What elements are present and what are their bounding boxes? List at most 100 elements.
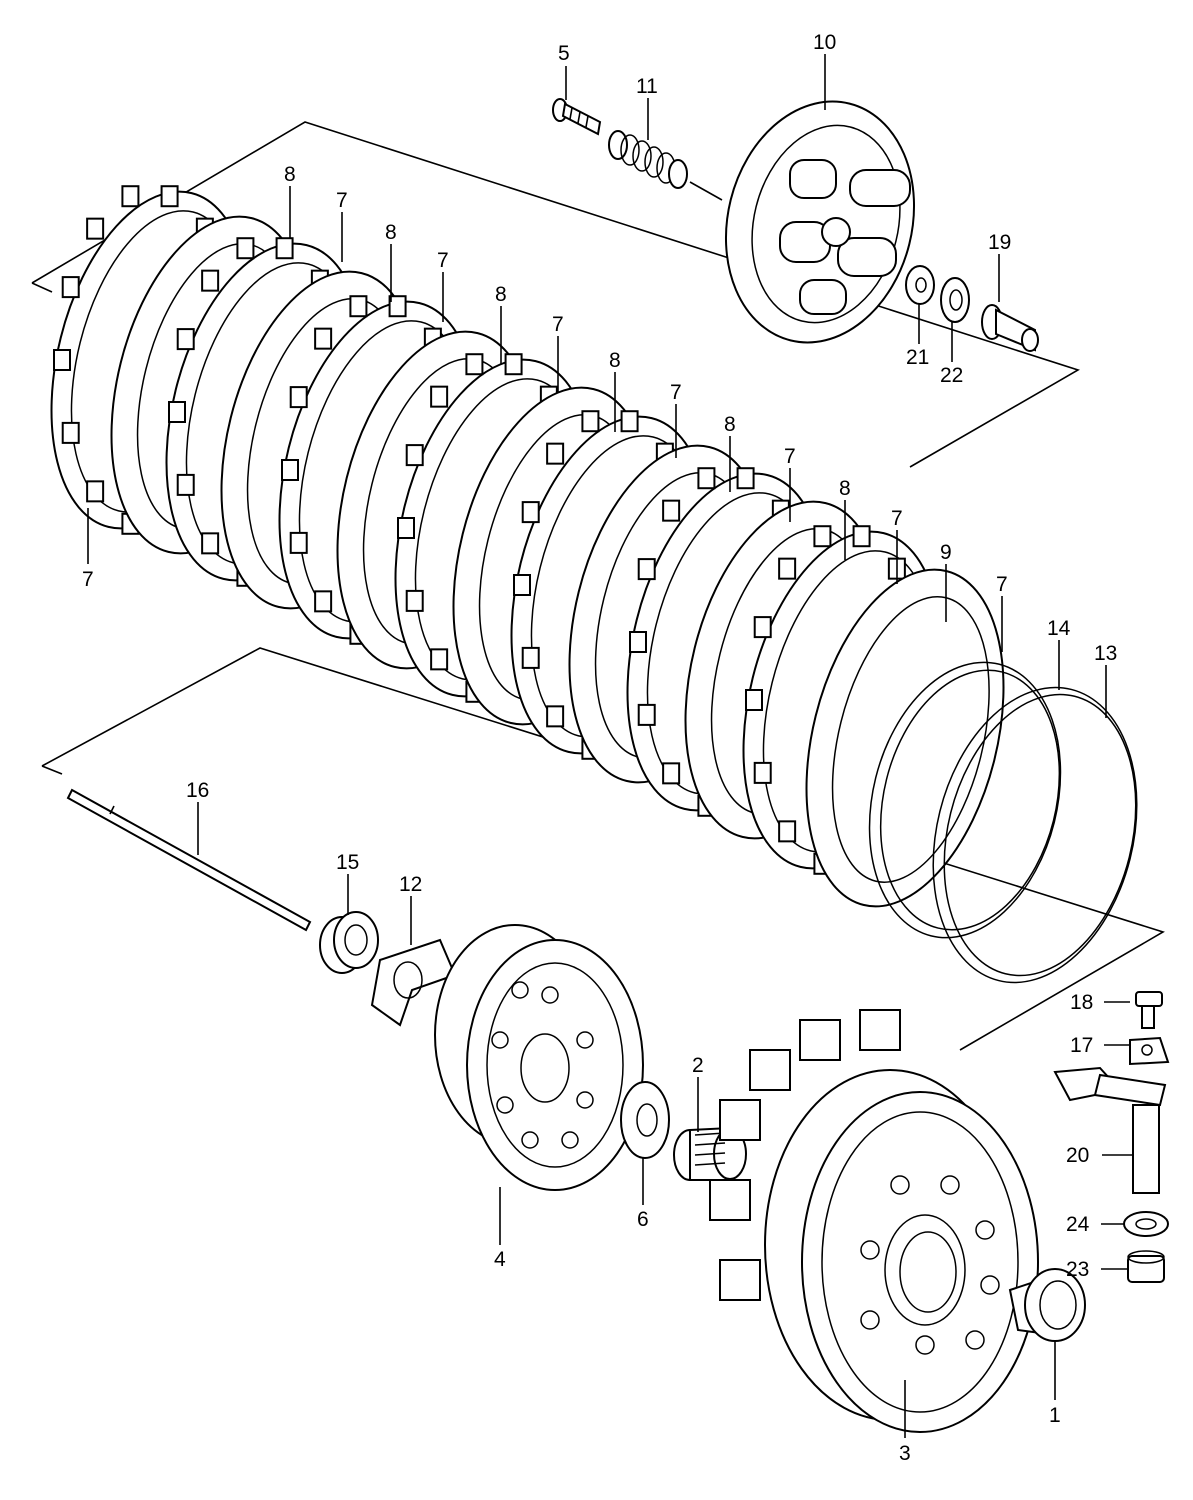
plate-17: [1129, 1036, 1170, 1066]
friction-pad: [546, 442, 565, 465]
friction-pad: [745, 689, 763, 711]
callout-14: 14: [1047, 617, 1071, 640]
friction-pad: [852, 525, 871, 548]
friction-pad: [160, 185, 179, 208]
bearing-23: [1127, 1250, 1165, 1283]
bush-1: [1008, 1268, 1086, 1342]
clutch-plate-stack: [50, 185, 1005, 908]
friction-pad: [405, 444, 424, 467]
friction-pad: [697, 467, 716, 490]
friction-pad: [405, 589, 424, 612]
friction-pad: [176, 473, 195, 496]
friction-pad: [289, 386, 308, 409]
friction-pad: [813, 525, 832, 548]
callout-4: 4: [494, 1248, 506, 1271]
callout-7: 7: [336, 189, 348, 212]
callout-6: 6: [637, 1208, 649, 1231]
friction-pad: [168, 401, 186, 423]
washer-21: [905, 265, 935, 305]
callout-labels: 5 11 10 19 21 22 8 7 8 7 8 7 8 7 8 7 8 7…: [82, 31, 1117, 1465]
callout-13: 13: [1094, 642, 1117, 665]
friction-pad: [61, 421, 80, 444]
callout-23: 23: [1066, 1258, 1089, 1281]
lock-washer-12: [370, 938, 457, 1027]
callout-8: 8: [385, 221, 397, 244]
callout-7: 7: [891, 507, 903, 530]
friction-pad: [121, 185, 140, 208]
callout-8: 8: [284, 163, 296, 186]
friction-pad: [430, 648, 449, 671]
thrust-bearing-22: [940, 277, 970, 323]
friction-pad: [275, 237, 294, 260]
friction-pad: [430, 385, 449, 408]
friction-pad: [53, 349, 71, 371]
friction-pad: [349, 295, 368, 318]
clutch-sleeve-hub-4: [434, 924, 644, 1191]
callout-17: 17: [1070, 1034, 1093, 1057]
friction-pad: [662, 499, 681, 522]
friction-pad: [620, 410, 639, 433]
leader-lines: [87, 54, 1132, 1438]
clutch-housing-3: [709, 1009, 1039, 1433]
callout-8: 8: [495, 283, 507, 306]
callout-24: 24: [1066, 1213, 1090, 1236]
friction-pad: [388, 295, 407, 318]
friction-pad: [86, 480, 105, 503]
friction-pad: [236, 237, 255, 260]
callout-16: 16: [186, 779, 209, 802]
callout-10: 10: [813, 31, 836, 54]
friction-pad: [521, 646, 540, 669]
friction-pad: [662, 762, 681, 785]
push-piece-19: [981, 304, 1039, 352]
friction-pad: [629, 631, 647, 653]
friction-pad: [546, 705, 565, 728]
friction-pad: [778, 557, 797, 580]
friction-pad: [281, 459, 299, 481]
release-camshaft-20: [1053, 1066, 1167, 1194]
friction-pad: [201, 532, 220, 555]
callout-12: 12: [399, 873, 422, 896]
callout-7: 7: [82, 568, 94, 591]
friction-pad: [397, 517, 415, 539]
friction-pad: [753, 616, 772, 639]
callout-7: 7: [784, 445, 796, 468]
callout-7: 7: [437, 249, 449, 272]
seat-ring-13: [932, 686, 1138, 984]
callout-8: 8: [839, 477, 851, 500]
friction-pad: [581, 410, 600, 433]
bolt-18: [1135, 991, 1163, 1029]
friction-pad: [314, 590, 333, 613]
friction-pad: [201, 269, 220, 292]
friction-pad: [753, 761, 772, 784]
oil-seal-24: [1123, 1211, 1169, 1237]
callout-1: 1: [1049, 1404, 1061, 1427]
callout-3: 3: [899, 1442, 911, 1465]
clutch-sleeve-hub-nut-15: [319, 911, 379, 974]
friction-pad: [637, 703, 656, 726]
cushion-spring-14: [868, 661, 1062, 939]
friction-pad: [61, 276, 80, 299]
callout-18: 18: [1070, 991, 1093, 1014]
friction-pad: [504, 353, 523, 376]
clutch-pushrod-16: [66, 788, 312, 932]
friction-pad: [314, 327, 333, 350]
friction-pad: [521, 501, 540, 524]
callout-20: 20: [1066, 1144, 1089, 1167]
callout-8: 8: [609, 349, 621, 372]
callout-7: 7: [996, 573, 1008, 596]
pressure-plate: [724, 100, 916, 344]
friction-pad: [637, 558, 656, 581]
friction-pad: [736, 467, 755, 490]
spacer-6: [620, 1081, 670, 1159]
needle-bearing-2: [673, 1126, 747, 1181]
callout-22: 22: [940, 364, 963, 387]
pressure-plate-bolt: [552, 98, 602, 136]
friction-pad: [513, 574, 531, 596]
callout-8: 8: [724, 413, 736, 436]
callout-2: 2: [692, 1054, 704, 1077]
friction-pad: [289, 531, 308, 554]
friction-pad: [465, 353, 484, 376]
callout-15: 15: [336, 851, 359, 874]
callout-21: 21: [906, 346, 929, 369]
